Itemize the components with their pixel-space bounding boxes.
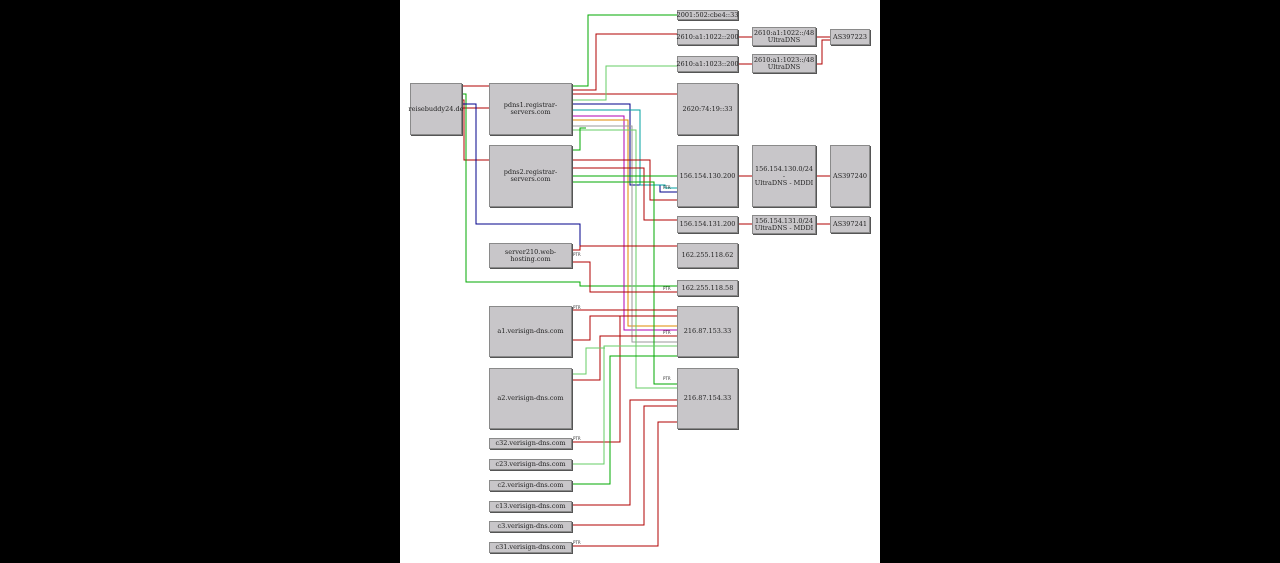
- edge-line: [572, 167, 677, 221]
- ns2-node: pdns2.registrar-servers.com: [489, 145, 572, 207]
- edge-line: [572, 127, 586, 151]
- edge-line: [462, 93, 677, 287]
- ipv6-d-node: 2620:74:19::33: [677, 83, 738, 135]
- c32-node: c32.verisign-dns.com: [489, 438, 572, 449]
- ipv6-a-node: 2001:502:cbe4::33: [676, 10, 739, 20]
- edge-label: PTR: [573, 252, 581, 257]
- edge-line: [572, 399, 677, 506]
- edge-line: [572, 33, 677, 91]
- edge-layer: [462, 14, 830, 547]
- net6-b-node: 2610:a1:1022::/48 UltraDNS: [752, 27, 816, 46]
- edge-line: [572, 65, 677, 101]
- server-node: server210.web-hosting.com: [489, 243, 572, 268]
- edge-label: PTR: [663, 376, 671, 381]
- edge-line: [572, 315, 677, 443]
- edge-label: PTR: [573, 540, 581, 545]
- net4-a-node: 156.154.130.0/24 - UltraDNS - MDDI: [752, 145, 816, 207]
- zone-node: reisebuddy24.de: [409, 83, 463, 135]
- edge-label: PTR: [663, 286, 671, 291]
- edge-line: [572, 115, 677, 331]
- edge-line: [572, 159, 677, 201]
- edge-line: [572, 347, 605, 375]
- c2-node: c2.verisign-dns.com: [489, 480, 572, 491]
- edge-label: PTR: [573, 436, 581, 441]
- as-c-node: AS397241: [830, 216, 870, 233]
- edge-line: [572, 335, 677, 381]
- edge-line: [572, 421, 677, 547]
- ipv6-b-node: 2610:a1:1022::200: [676, 29, 739, 45]
- edge-line: [572, 129, 677, 389]
- as-b-node: AS397240: [830, 145, 870, 207]
- as-a-node: AS397223: [830, 29, 870, 45]
- ipv4-a-node: 156.154.130.200: [677, 145, 738, 207]
- ipv4-e-node: 216.87.153.33: [677, 306, 738, 357]
- edge-line: [572, 345, 677, 465]
- c3-node: c3.verisign-dns.com: [489, 521, 572, 532]
- edge-line: [572, 261, 677, 293]
- edge-label: PTR: [663, 185, 671, 190]
- ipv4-f-node: 216.87.154.33: [677, 368, 738, 429]
- edge-line: [572, 355, 677, 485]
- c31-node: c31.verisign-dns.com: [489, 542, 572, 553]
- ipv6-c-node: 2610:a1:1023::200: [676, 56, 739, 72]
- edge-line: [572, 181, 677, 385]
- ipv4-b-node: 156.154.131.200: [677, 216, 738, 233]
- edge-line: [572, 405, 677, 526]
- ipv4-d-node: 162.255.118.58: [677, 280, 738, 296]
- edge-line: [572, 245, 677, 251]
- ns1-node: pdns1.registrar-servers.com: [489, 83, 572, 135]
- a2-node: a2.verisign-dns.com: [489, 368, 572, 429]
- net4-b-node: 156.154.131.0/24 UltraDNS - MDDI: [752, 215, 816, 234]
- net6-c-node: 2610:a1:1023::/48 UltraDNS: [752, 54, 816, 73]
- a1-node: a1.verisign-dns.com: [489, 306, 572, 357]
- edge-label: PTR: [663, 330, 671, 335]
- ipv4-c-node: 162.255.118.62: [677, 243, 738, 268]
- dns-graph-canvas: reisebuddy24.de pdns1.registrar-servers.…: [400, 0, 880, 563]
- edge-line: [572, 14, 677, 87]
- edge-line: [572, 119, 677, 327]
- edge-label: PTR: [573, 305, 581, 310]
- edge-line: [816, 39, 830, 65]
- c23-node: c23.verisign-dns.com: [489, 459, 572, 470]
- edge-line: [572, 109, 677, 189]
- c13-node: c13.verisign-dns.com: [489, 501, 572, 512]
